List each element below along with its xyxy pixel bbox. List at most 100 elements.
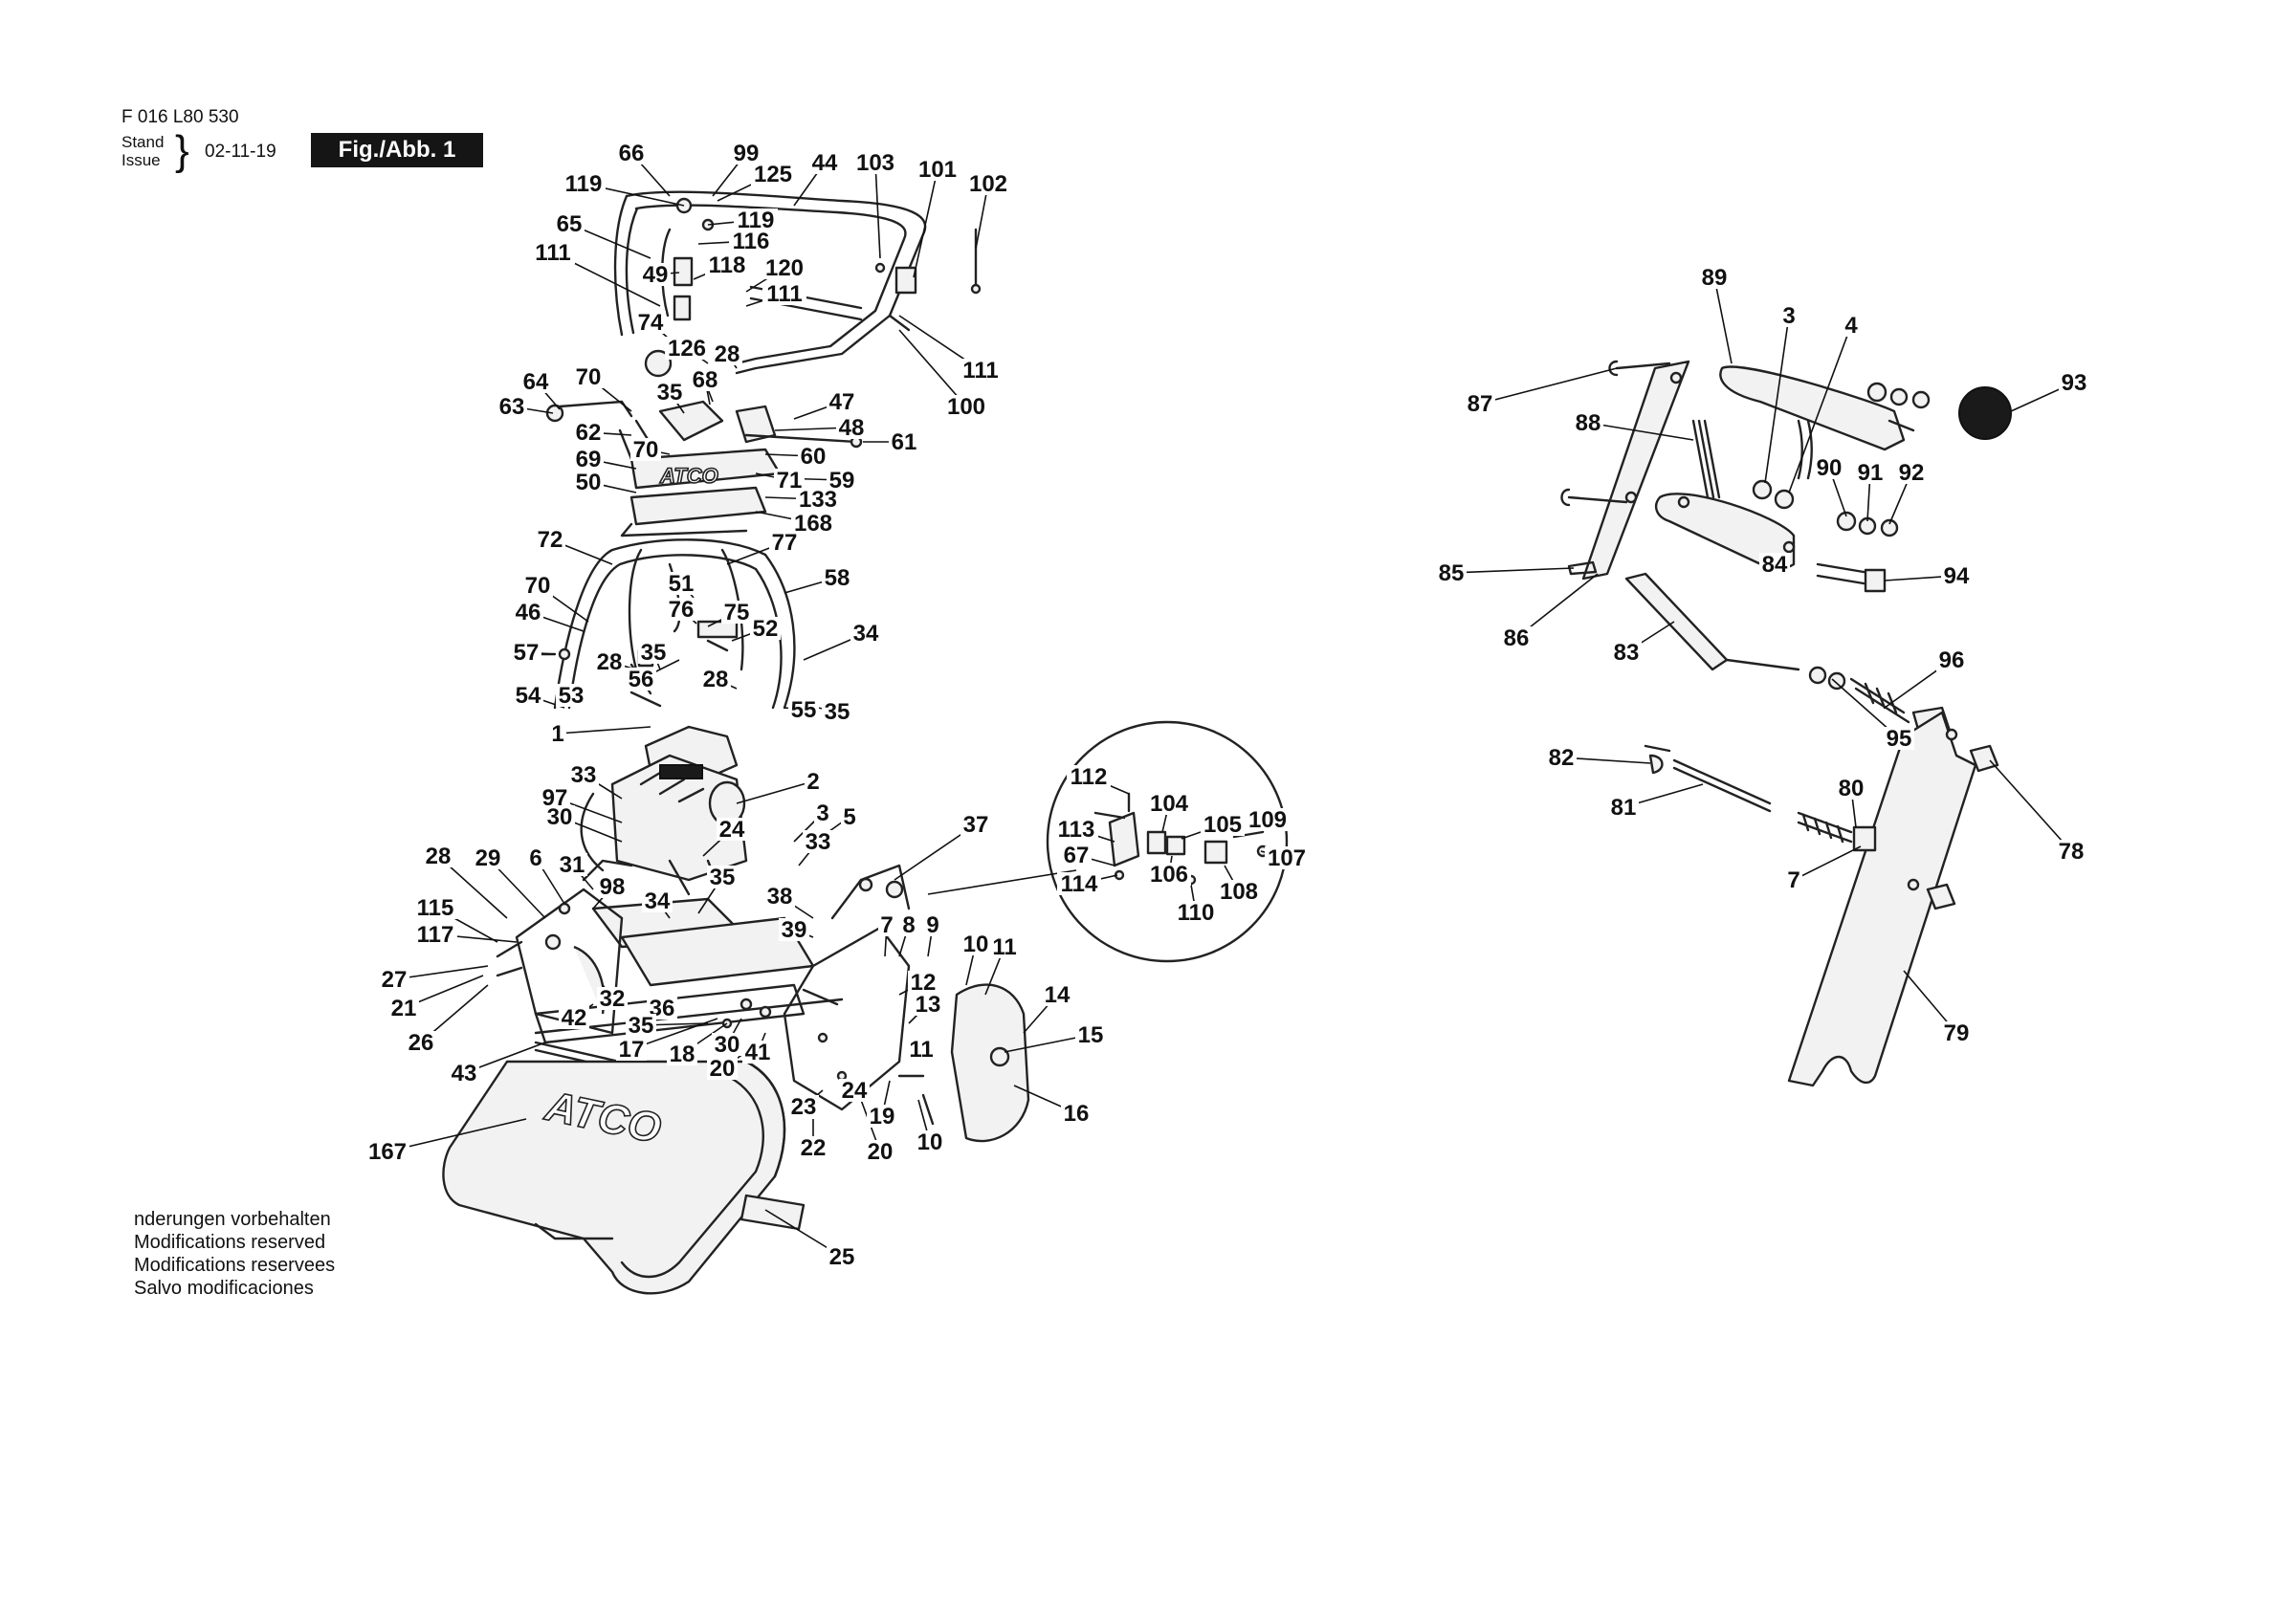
part-label: 101	[918, 157, 957, 183]
part-label-bg	[1217, 880, 1261, 903]
part-label-bg	[473, 846, 503, 869]
part-label-bg	[1436, 561, 1467, 584]
part-label: 20	[868, 1139, 894, 1165]
part-label: 33	[571, 762, 597, 788]
part-label-bg	[867, 1105, 897, 1128]
part-label: 60	[801, 444, 827, 470]
part-label-bg	[1941, 564, 1972, 587]
part-label-bg	[750, 617, 781, 640]
part-label-bg	[573, 471, 604, 493]
part-label-bg	[630, 438, 661, 461]
part-label: 82	[1549, 745, 1575, 771]
part-label-bg	[1936, 648, 1967, 671]
part-label: 35	[629, 1013, 654, 1039]
part-label-bg	[1501, 626, 1532, 649]
modification-notes: nderungen vorbehalten Modifications rese…	[134, 1208, 335, 1300]
stand-issue-label: Stand Issue	[121, 133, 164, 169]
logo-text: ATCO	[659, 464, 718, 488]
part-label: 19	[870, 1104, 895, 1130]
part-label: 25	[829, 1244, 855, 1270]
part-label: 111	[962, 358, 998, 384]
part-label-bg	[557, 853, 587, 876]
part-label: 22	[801, 1135, 827, 1161]
part-label: 118	[709, 252, 746, 278]
note-line: Salvo modificaciones	[134, 1278, 314, 1299]
part-label-bg	[594, 650, 625, 673]
part-label: 41	[745, 1040, 771, 1065]
part-label-bg	[839, 1079, 870, 1102]
part-label-bg	[700, 668, 731, 691]
leader-line	[874, 162, 881, 259]
part-label: 92	[1899, 460, 1925, 486]
part-label-bg	[721, 601, 752, 624]
part-label: 54	[516, 683, 541, 709]
leader-line	[1788, 324, 1852, 493]
part-label-bg	[573, 448, 604, 471]
part-label: 3	[816, 801, 828, 826]
part-label: 7	[1787, 867, 1799, 893]
part-label: 17	[619, 1037, 645, 1063]
part-label: 62	[576, 420, 602, 446]
leader-line	[736, 780, 814, 804]
part-label-bg	[913, 993, 943, 1016]
part-label: 112	[1071, 764, 1108, 790]
part-label-bg	[559, 1006, 589, 1029]
part-label: 32	[600, 986, 626, 1012]
part-label: 11	[909, 1037, 933, 1063]
part-label: 111	[535, 240, 570, 266]
part-label-bg	[513, 601, 543, 624]
part-label: 70	[633, 437, 659, 463]
part-label-bg	[878, 913, 895, 936]
part-label-bg	[1147, 792, 1191, 815]
part-label-bg	[413, 923, 457, 946]
part-label-bg	[1246, 808, 1290, 831]
part-label: 168	[794, 511, 832, 537]
part-label: 65	[557, 211, 583, 237]
part-label: 93	[2062, 370, 2087, 396]
part-label-bg	[803, 830, 833, 853]
part-label: 44	[812, 150, 838, 176]
part-label: 30	[547, 804, 573, 830]
part-label: 70	[576, 364, 602, 390]
part-label: 28	[426, 844, 452, 869]
part-label-bg	[640, 263, 671, 286]
part-label-bg	[1941, 1021, 1972, 1044]
part-label-bg	[1814, 456, 1844, 479]
leader-line	[898, 329, 967, 407]
part-label: 7	[880, 912, 893, 938]
note-line: nderungen vorbehalten	[134, 1209, 331, 1230]
grass-box: ATCO	[442, 1060, 806, 1295]
part-label-bg	[788, 698, 819, 721]
part-label-bg	[809, 151, 840, 174]
part-label-bg	[597, 875, 628, 898]
part-label: 83	[1614, 640, 1640, 666]
part-label: 77	[772, 530, 798, 556]
part-label-bg	[712, 1033, 742, 1056]
part-label-bg	[1075, 1023, 1106, 1046]
part-label-bg	[707, 866, 738, 888]
part-label-bg	[717, 818, 747, 841]
part-label-bg	[729, 230, 773, 252]
part-label-bg	[511, 641, 541, 664]
part-label: 125	[754, 162, 792, 187]
part-label-bg	[1057, 872, 1101, 895]
part-label: 5	[843, 804, 855, 830]
part-label-bg	[796, 488, 840, 511]
part-label-bg	[734, 208, 778, 231]
part-label-bg	[616, 1038, 647, 1061]
part-label-bg	[638, 641, 669, 664]
part-label-bg	[1855, 461, 1886, 484]
part-label-bg	[568, 763, 599, 786]
part-label: 39	[782, 917, 807, 943]
part-label: 42	[562, 1005, 587, 1031]
part-label-bg	[665, 337, 709, 360]
leader-line	[1587, 422, 1694, 441]
part-label-bg	[616, 142, 647, 164]
leader-line	[1764, 315, 1790, 484]
part-label: 108	[1220, 879, 1258, 905]
part-label-bg	[666, 572, 696, 595]
leader-line	[386, 1118, 527, 1152]
part-label: 107	[1268, 845, 1306, 871]
